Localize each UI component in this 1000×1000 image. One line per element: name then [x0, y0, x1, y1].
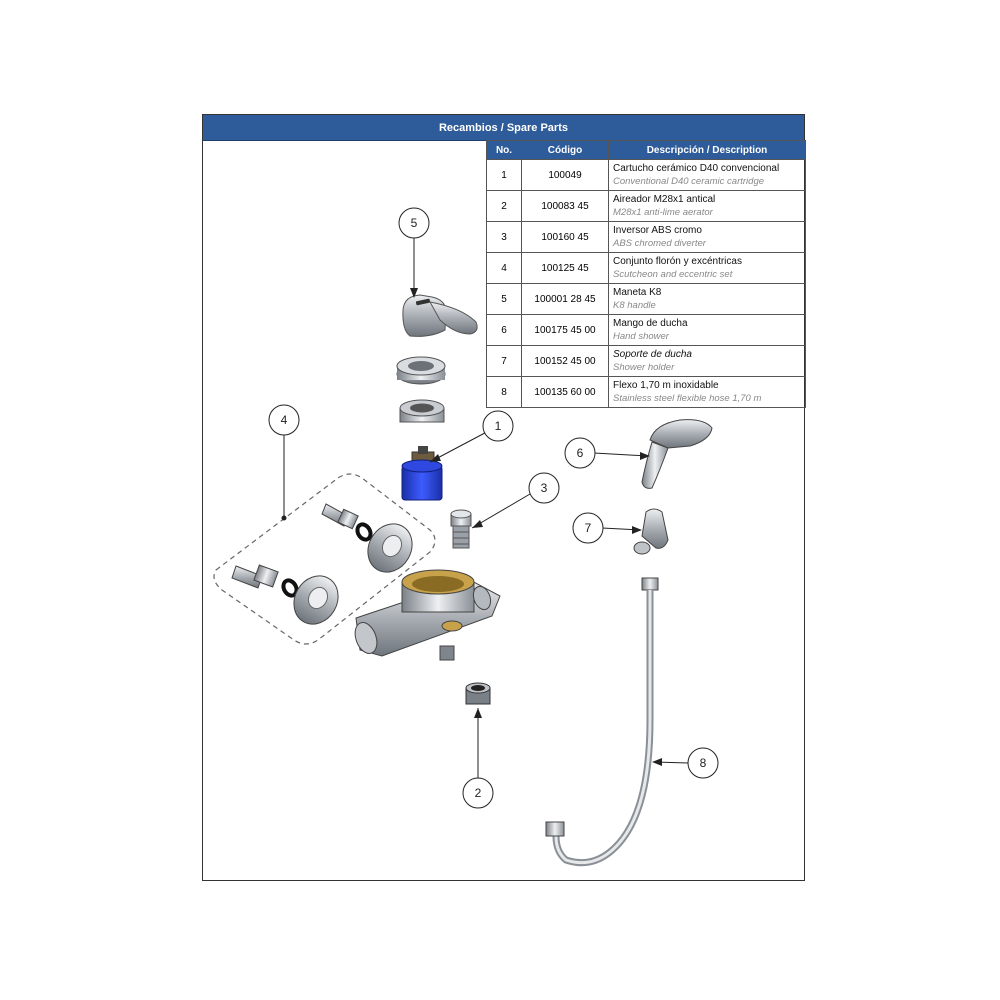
desc-spanish: Mango de ducha: [613, 318, 688, 329]
row-no: 8: [486, 376, 522, 408]
desc-english: ABS chromed diverter: [613, 238, 706, 249]
spare-parts-sheet: Recambios / Spare Parts No. Código Descr…: [202, 114, 806, 881]
desc-english: M28x1 anti-lime aerator: [613, 207, 713, 218]
desc-english: Scutcheon and eccentric set: [613, 269, 733, 280]
header-no: No.: [486, 140, 522, 160]
table-header-row: No. Código Descripción / Description: [486, 140, 806, 160]
row-code: 100125 45: [521, 252, 609, 284]
sheet-title: Recambios / Spare Parts: [203, 115, 804, 141]
desc-english: Hand shower: [613, 331, 669, 342]
desc-english: K8 handle: [613, 300, 656, 311]
desc-spanish: Conjunto florón y excéntricas: [613, 256, 742, 267]
row-code: 100152 45 00: [521, 345, 609, 377]
desc-spanish: Maneta K8: [613, 287, 662, 298]
row-code: 100083 45: [521, 190, 609, 222]
desc-english: Shower holder: [613, 362, 675, 373]
row-no: 2: [486, 190, 522, 222]
row-code: 100001 28 45: [521, 283, 609, 315]
row-code: 100049: [521, 159, 609, 191]
desc-spanish: Aireador M28x1 antical: [613, 194, 716, 205]
row-no: 5: [486, 283, 522, 315]
row-no: 6: [486, 314, 522, 346]
table-row: 5 100001 28 45 Maneta K8 K8 handle: [486, 283, 806, 315]
row-code: 100135 60 00: [521, 376, 609, 408]
desc-spanish: Inversor ABS cromo: [613, 225, 702, 236]
parts-table: No. Código Descripción / Description 1 1…: [486, 140, 806, 408]
row-no: 4: [486, 252, 522, 284]
row-no: 7: [486, 345, 522, 377]
row-code: 100160 45: [521, 221, 609, 253]
row-code: 100175 45 00: [521, 314, 609, 346]
table-row: 1 100049 Cartucho cerámico D40 convencio…: [486, 159, 806, 191]
desc-spanish: Flexo 1,70 m inoxidable: [613, 380, 719, 391]
row-no: 1: [486, 159, 522, 191]
header-code: Código: [521, 140, 609, 160]
desc-english: Stainless steel flexible hose 1,70 m: [613, 393, 762, 404]
desc-english: Conventional D40 ceramic cartridge: [613, 176, 765, 187]
table-row: 4 100125 45 Conjunto florón y excéntrica…: [486, 252, 806, 284]
row-description: Maneta K8 K8 handle: [608, 283, 806, 315]
desc-spanish: Cartucho cerámico D40 convencional: [613, 163, 780, 174]
row-no: 3: [486, 221, 522, 253]
header-description: Descripción / Description: [608, 140, 806, 160]
desc-spanish: Soporte de ducha: [613, 349, 692, 360]
